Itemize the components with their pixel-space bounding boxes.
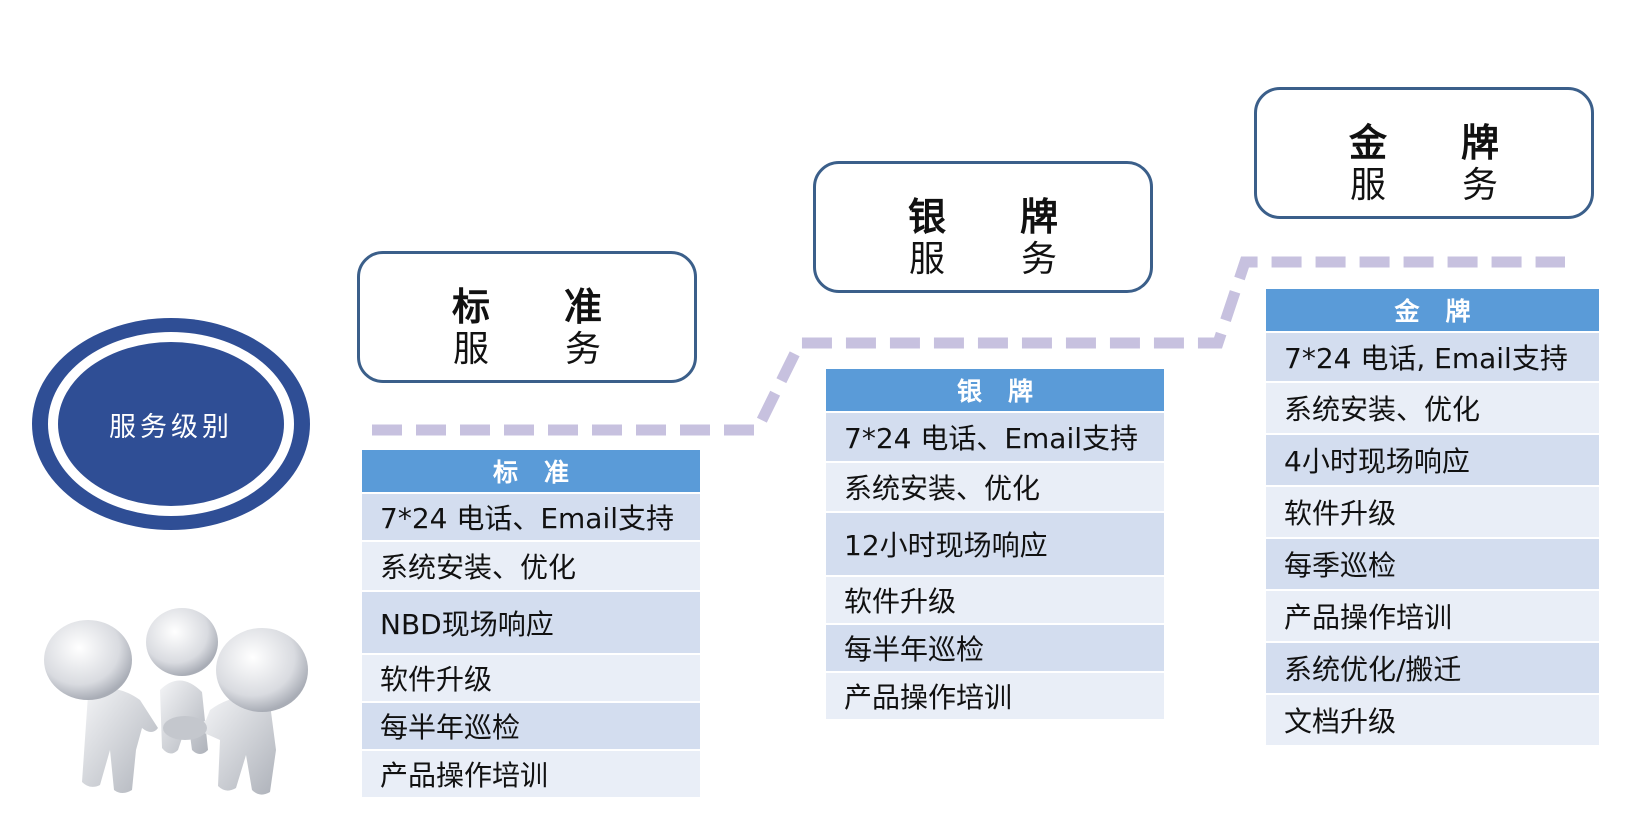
- service-item: 7*24 电话, Email支持: [1266, 331, 1599, 381]
- tier-title-char: 银: [907, 194, 946, 239]
- service-item: 4小时现场响应: [1266, 433, 1599, 485]
- service-item: NBD现场响应: [362, 590, 700, 653]
- service-level-label: 服务级别: [109, 411, 233, 443]
- tier-title-char: 务: [1020, 239, 1057, 280]
- service-item: 每半年巡检: [362, 701, 700, 749]
- tier-title-char: 服: [908, 239, 945, 280]
- service-item: 系统安装、优化: [826, 461, 1164, 511]
- service-item: 产品操作培训: [826, 671, 1164, 719]
- service-table-header: 标准: [362, 450, 700, 492]
- service-item: 软件升级: [362, 653, 700, 701]
- service-item: 7*24 电话、Email支持: [362, 492, 700, 540]
- service-item: 7*24 电话、Email支持: [826, 411, 1164, 461]
- service-item: 产品操作培训: [1266, 589, 1599, 641]
- step-connector-line: [372, 256, 1565, 436]
- service-item: 12小时现场响应: [826, 511, 1164, 575]
- tier-title-line2: 服 务: [1257, 156, 1591, 208]
- tier-title-box-standard: 标 准 服 务: [357, 251, 697, 383]
- service-item: 系统安装、优化: [362, 540, 700, 590]
- tier-title-line2: 服 务: [360, 320, 694, 372]
- service-item: 系统优化/搬迁: [1266, 641, 1599, 693]
- tier-title-char: 牌: [1460, 120, 1499, 165]
- tier-title-line1: 金 牌: [1257, 112, 1591, 167]
- service-item: 软件升级: [1266, 485, 1599, 537]
- service-item: 每半年巡检: [826, 623, 1164, 671]
- service-table-standard: 标准 7*24 电话、Email支持 系统安装、优化 NBD现场响应 软件升级 …: [362, 450, 700, 797]
- tier-title-box-gold: 金 牌 服 务: [1254, 87, 1594, 219]
- service-item: 软件升级: [826, 575, 1164, 623]
- service-table-silver: 银牌 7*24 电话、Email支持 系统安装、优化 12小时现场响应 软件升级…: [826, 369, 1164, 719]
- service-item: 产品操作培训: [362, 749, 700, 797]
- tier-title-char: 牌: [1019, 194, 1058, 239]
- service-level-badge: 服务级别: [58, 342, 284, 506]
- tier-title-line1: 标 准: [360, 276, 694, 331]
- tier-title-char: 服: [452, 329, 489, 370]
- service-item: 系统安装、优化: [1266, 381, 1599, 433]
- tier-title-char: 金: [1348, 120, 1387, 165]
- tier-title-char: 服: [1349, 165, 1386, 206]
- tier-title-box-silver: 银 牌 服 务: [813, 161, 1153, 293]
- tier-title-char: 标: [451, 284, 490, 329]
- tier-title-line1: 银 牌: [816, 186, 1150, 241]
- tier-title-char: 务: [564, 329, 601, 370]
- service-table-header: 金牌: [1266, 289, 1599, 331]
- tier-title-char: 准: [563, 284, 602, 329]
- tier-title-line2: 服 务: [816, 230, 1150, 282]
- service-table-header: 银牌: [826, 369, 1164, 411]
- service-table-gold: 金牌 7*24 电话, Email支持 系统安装、优化 4小时现场响应 软件升级…: [1266, 289, 1599, 745]
- service-item: 每季巡检: [1266, 537, 1599, 589]
- service-item: 文档升级: [1266, 693, 1599, 745]
- people-teamwork-icon: [44, 608, 308, 795]
- tier-title-char: 务: [1461, 165, 1498, 206]
